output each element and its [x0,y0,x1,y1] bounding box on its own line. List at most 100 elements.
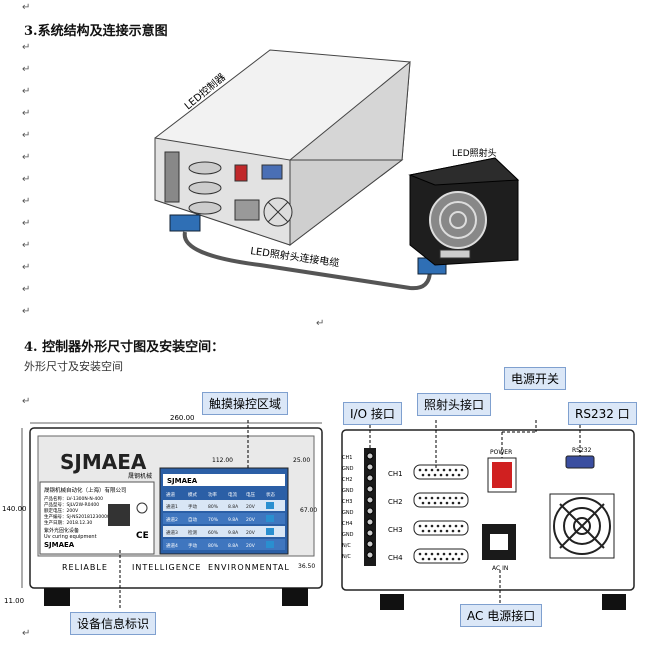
screen-head-cell: 电压 [246,491,255,498]
connector-pin [418,524,422,528]
slogan-intelligence: INTELLIGENCE [132,563,201,572]
connector-pin [439,501,443,505]
front-brand: SJMAEA [60,450,147,474]
connector-pin [451,501,455,505]
connector-pin [442,524,446,528]
system-structure-diagram: LED控制器 LED照射头连接电缆 LED照射头 [154,49,520,291]
io-terminal-screw [366,518,374,526]
connector-pin [427,557,431,561]
connector-pin [451,529,455,533]
screen-cell: 20V [246,504,256,510]
info-line1: 产品名称：LV-1300N-N-400 [44,495,103,502]
connector-pin [424,552,428,556]
io-terminal-label: GND [342,488,354,494]
power-label: POWER [490,449,512,456]
screen-status-indicator [266,515,274,522]
info-line3: 额定电压：200V [44,507,79,514]
connector-pin [445,501,449,505]
connector-pin [460,552,464,556]
connector-pin [430,468,434,472]
para-mark: ↵ [22,218,31,229]
io-terminal-label: N/C [342,543,351,549]
connector-pin [430,524,434,528]
io-terminal-screw [366,485,374,493]
acin-label: AC IN [492,565,508,572]
screen-cell: 80% [208,543,219,549]
connector-pin [436,496,440,500]
callout-power-switch: 电源开关 [504,367,567,390]
connector-pin [448,496,452,500]
screen-cell: 9.8A [228,530,239,536]
screen-row-bg [163,526,285,537]
connector-pin [454,524,458,528]
info-line2: 产品型号：SJLV2W-R0400 [44,501,99,508]
io-terminal-label: GND [342,532,354,538]
screen-head-cell: 功率 [208,491,217,498]
io-terminal-label: GND [342,466,354,472]
info-company: 晟钢机械自动化（上海）有限公司 [44,486,127,494]
info-brand2: SJMAEA [44,541,75,549]
callout-head-port: 照射头接口 [417,393,492,416]
screen-cell: 80% [208,504,219,510]
connector-pin [421,557,425,561]
ce-mark: CE [136,531,149,541]
screen-cell: 通道4 [166,542,178,549]
dim-screen-r: 25.00 [293,457,310,464]
connector-pin [421,501,425,505]
io-terminal-label: CH4 [342,521,352,527]
connector-pin [457,501,461,505]
connector-pin [427,529,431,533]
connector-pin [427,473,431,477]
para-mark: ↵ [316,318,325,329]
front-brand-sub: 晟钢机械 [128,472,152,480]
io-terminal-label: CH1 [342,455,352,461]
connector-pin [451,557,455,561]
connector-pin [454,496,458,500]
callout-device-info: 设备信息标识 [70,612,157,635]
channel-connector [413,520,469,536]
connector-pin [424,524,428,528]
head-label: LED照射头 [452,147,497,159]
connector-pin [421,529,425,533]
screen-cell: 20V [246,530,256,536]
screen-brand: SJMAEA [167,477,198,485]
para-mark: ↵ [22,2,31,13]
screen-row-bg [163,500,285,511]
info-uv1: 紫外光固化设备 [44,527,79,534]
connector-pin [439,473,443,477]
connector-pin [418,552,422,556]
info-line5: 生产日期：2018.12.30 [44,519,92,526]
connector-pin [454,552,458,556]
dim-height: 140.00 [2,505,27,513]
screen-cell: 手动 [188,542,197,549]
channel-label: CH1 [388,470,403,478]
connector-pin [457,557,461,561]
screen-status-indicator [266,528,274,535]
screen-cell: 手动 [188,503,197,510]
channel-label: CH3 [388,526,403,534]
info-line4: 生产编号：SJ-NS2018123000081 [44,513,116,520]
connector-pin [418,468,422,472]
callout-rs232: RS232 口 [568,402,637,425]
screen-cell: 自动 [188,516,197,523]
connector-pin [418,496,422,500]
connector-pin [421,473,425,477]
screen-head-cell: 电流 [228,491,237,498]
io-terminal-screw [366,474,374,482]
connector-pin [427,501,431,505]
section3-title: 3.系统结构及连接示意图 [24,24,168,39]
connector-pin [448,552,452,556]
connector-pin [436,552,440,556]
connector-pin [445,557,449,561]
connector-pin [442,468,446,472]
para-mark: ↵ [22,396,31,407]
io-terminal-screw [366,496,374,504]
connector-pin [460,496,464,500]
connector-pin [433,473,437,477]
callout-touch-area: 触摸操控区域 [202,392,289,415]
connector-pin [445,529,449,533]
screen-cell: 8.8A [228,504,239,510]
